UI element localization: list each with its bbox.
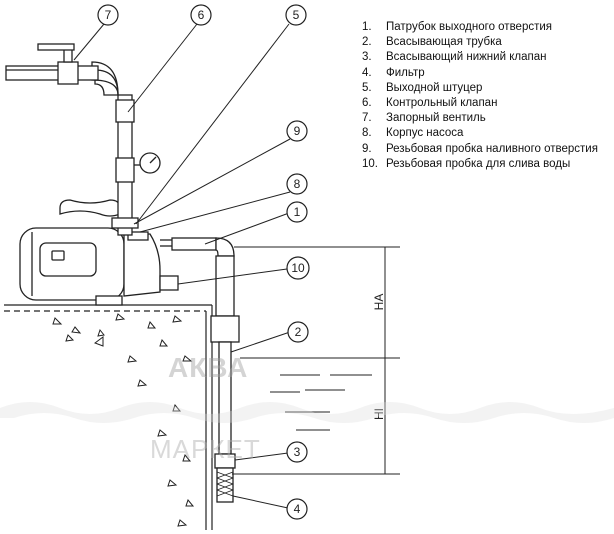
legend-item: 1. Патрубок выходного отверстия xyxy=(362,20,598,35)
outlet-pipe xyxy=(5,43,99,85)
callout-10-text: 10 xyxy=(291,261,305,275)
legend-item: 2. Всасывающая трубка xyxy=(362,35,598,50)
legend-text: Запорный вентиль xyxy=(386,112,486,125)
callout-4-text: 4 xyxy=(294,502,301,516)
callout-1: 1 xyxy=(286,201,308,223)
wave-band xyxy=(0,402,614,423)
soil-hatching xyxy=(52,313,195,527)
callout-5-text: 5 xyxy=(293,8,300,22)
legend-number: 9. xyxy=(362,142,372,155)
callout-2-text: 2 xyxy=(295,325,302,339)
callout-2: 2 xyxy=(287,321,309,343)
label-ha: HA xyxy=(372,294,386,311)
pump-body xyxy=(19,199,179,306)
legend-item: 10. Резьбовая пробка для слива воды xyxy=(362,157,598,172)
callout-3: 3 xyxy=(286,441,308,463)
legend-text: Фильтр xyxy=(386,66,425,79)
legend-text: Патрубок выходного отверстия xyxy=(386,21,553,33)
callout-4: 4 xyxy=(286,498,308,520)
legend-item: 8. Корпус насоса xyxy=(362,126,598,141)
callout-7: 7 xyxy=(97,4,119,26)
callout-5: 5 xyxy=(285,4,307,26)
legend-number: 4. xyxy=(362,66,372,79)
legend-text: Резьбовая пробка наливного отверстия xyxy=(386,142,598,155)
discharge-pipe xyxy=(91,61,161,236)
callout-3-text: 3 xyxy=(294,445,301,459)
legend-item: 4. Фильтр xyxy=(362,66,598,81)
legend-number: 1. xyxy=(362,21,372,33)
callout-6-text: 6 xyxy=(198,8,205,22)
callout-1-text: 1 xyxy=(294,205,301,219)
watermark-line-1: АКВА xyxy=(168,352,249,383)
callout-leaders xyxy=(73,23,291,509)
legend-item: 6. Контрольный клапан xyxy=(362,96,598,111)
callout-8: 8 xyxy=(286,173,308,195)
callout-6: 6 xyxy=(190,4,212,26)
legend-text: Корпус насоса xyxy=(386,127,464,140)
legend-item: 5. Выходной штуцер xyxy=(362,81,598,96)
legend-number: 5. xyxy=(362,81,372,94)
legend-item: 3. Всасывающий нижний клапан xyxy=(362,50,598,65)
parts-legend: 1. Патрубок выходного отверстия 2. Всасыва… xyxy=(362,20,598,172)
legend-number: 3. xyxy=(362,51,372,64)
callout-8-text: 8 xyxy=(294,177,301,191)
callout-9-text: 9 xyxy=(294,124,301,138)
legend-text: Контрольный клапан xyxy=(386,97,498,110)
legend-text: Резьбовая пробка для слива воды xyxy=(386,157,571,170)
callout-9: 9 xyxy=(286,120,308,142)
legend-number: 2. xyxy=(362,36,372,49)
legend-number: 10. xyxy=(362,157,378,170)
legend-number: 7. xyxy=(362,112,372,125)
legend-item: 9. Резьбовая пробка наливного отверстия xyxy=(362,142,598,157)
legend-number: 8. xyxy=(362,127,372,140)
legend-text: Всасывающая трубка xyxy=(386,36,502,49)
watermark-line-2: МАРКЕТ xyxy=(150,434,261,464)
legend-number: 6. xyxy=(362,97,372,110)
legend-text: Всасывающий нижний клапан xyxy=(386,51,547,64)
water-level xyxy=(232,246,400,475)
callout-7-text: 7 xyxy=(105,8,112,22)
callout-10: 10 xyxy=(286,256,310,280)
legend-item: 7. Запорный вентиль xyxy=(362,111,598,126)
legend-text: Выходной штуцер xyxy=(386,81,483,94)
label-hi: HI xyxy=(372,408,386,420)
suction-pipe xyxy=(171,237,240,503)
